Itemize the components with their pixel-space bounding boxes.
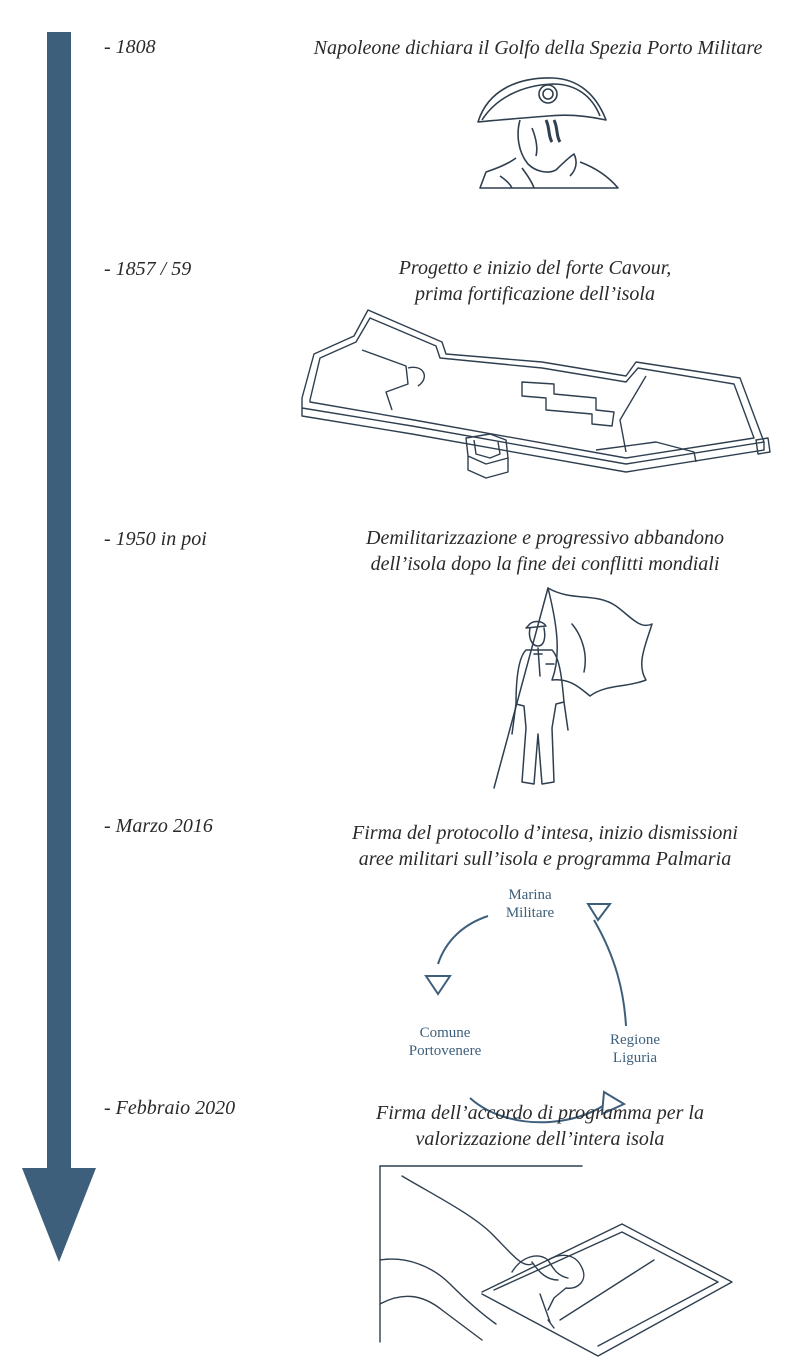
fort-cavour-illustration — [296, 302, 776, 482]
cycle-arrow-head-comune — [424, 975, 452, 996]
cycle-node-comune-portovenere: Comune Portovenere — [408, 1025, 482, 1059]
napoleon-hat-illustration — [458, 72, 628, 194]
soldier-flag-illustration — [486, 584, 666, 794]
event-caption-1857-59: Progetto e inizio del forte Cavour, prim… — [398, 257, 672, 305]
event-date-1950: - 1950 in poi — [104, 528, 207, 550]
event-caption-2020: Firma dell’accordo di programma per la v… — [376, 1102, 704, 1150]
cycle-arrows — [424, 903, 627, 1124]
timeline-arrow-shaft — [47, 32, 71, 1170]
cycle-arrow-regione-to-marina — [593, 919, 627, 1027]
event-date-1857-59: - 1857 / 59 — [104, 258, 192, 280]
cycle-arrow-head-regione — [600, 1090, 627, 1116]
cycle-arrow-head-marina — [586, 903, 612, 922]
timeline-arrow-head — [22, 1168, 96, 1262]
cycle-arrow-comune-to-regione — [469, 1097, 607, 1124]
cycle-node-marina-militare: Marina Militare — [505, 887, 555, 921]
signing-document-illustration — [372, 1164, 742, 1358]
event-date-2016: - Marzo 2016 — [104, 815, 213, 837]
event-date-2020: - Febbraio 2020 — [104, 1097, 236, 1119]
event-caption-1808: Napoleone dichiara il Golfo della Spezia… — [313, 37, 763, 59]
event-date-1808: - 1808 — [104, 36, 156, 58]
cycle-node-regione-liguria: Regione Liguria — [610, 1032, 660, 1066]
event-caption-1950: Demilitarizzazione e progressivo abbando… — [366, 527, 724, 575]
cycle-arrow-marina-to-comune — [437, 915, 489, 965]
event-caption-2016: Firma del protocollo d’intesa, inizio di… — [352, 822, 738, 870]
